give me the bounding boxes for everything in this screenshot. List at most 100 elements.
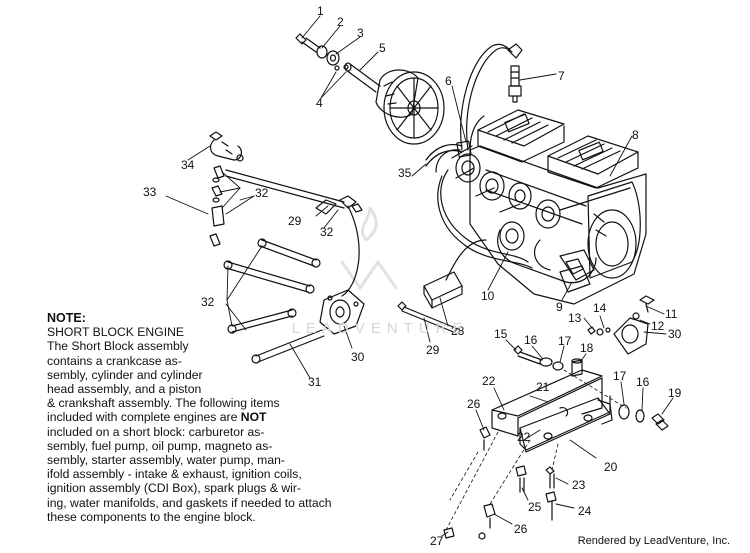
callout-21: 21 [536,380,550,394]
callout-20: 20 [604,460,618,474]
washer-3 [326,50,340,66]
note-line: ing, water manifolds, and gaskets if nee… [47,495,332,510]
spark-plug-7 [507,43,523,103]
note-line: these components to the engine block. [47,509,256,524]
callout-26-upper: 26 [467,397,481,411]
watermark-logo [340,206,398,290]
note-line-text: included with complete engines are [47,410,241,425]
hose-32-b [223,260,315,294]
callout-4: 4 [316,96,323,110]
callout-30-left: 30 [351,350,365,364]
bolt-15 [513,345,543,365]
short-block-note: NOTE: SHORT BLOCK ENGINE The Short Block… [47,311,347,524]
callout-22-upper: 22 [482,374,496,388]
hose-31 [251,329,325,364]
note-line: & crankshaft assembly. The following ite… [47,396,280,411]
callout-29-lower: 29 [426,343,440,357]
callout-17-lower: 17 [613,369,627,383]
bolt-26-lower [483,503,496,529]
control-cable [341,205,360,297]
shaft-29-upper [225,169,363,215]
nut-25 [515,465,527,493]
callout-15: 15 [494,327,508,341]
bolt-13-14 [587,326,611,336]
note-emphasis: NOT [240,410,267,425]
callout-18: 18 [580,341,594,355]
callout-16-lower: 16 [636,375,650,389]
note-line: contains a crankcase as- [47,353,182,368]
note-line-emphasis: included with complete engines are NOT [47,410,347,424]
water-pump-30-right [613,295,655,355]
callout-32-lower: 32 [201,295,215,309]
nut-27 [443,527,486,540]
pump-stack-33 [209,165,225,247]
note-line: sembly, cylinder and cylinder [47,367,203,382]
callout-3: 3 [357,26,364,40]
callout-34: 34 [181,158,195,172]
note-line: sembly, fuel pump, oil pump, magneto as- [47,438,273,453]
washer-4a [334,65,340,71]
washer-4b [343,64,349,70]
callout-27: 27 [430,534,444,548]
callout-26-lower: 26 [514,522,528,536]
callout-12: 12 [651,319,665,333]
cdi-box-28 [423,239,487,309]
note-line: The Short Block assembly [47,339,189,354]
callout-9: 9 [556,300,563,314]
watermark-text: LEADVENTURE [291,320,469,337]
bolt-26-upper [479,426,491,451]
render-credit: Rendered by LeadVenture, Inc. [577,535,730,547]
alignment-lines [445,369,627,531]
callout-33: 33 [143,185,157,199]
fitting-34 [209,131,244,162]
callout-5: 5 [379,41,386,55]
bolt-24 [545,491,557,521]
callout-31: 31 [308,375,322,389]
callout-25: 25 [528,500,542,514]
callout-8: 8 [632,128,639,142]
engine-block [435,109,647,305]
callout-32-middle: 32 [320,225,334,239]
note-line: ignition assembly (CDI Box), spark plugs… [47,481,301,496]
callout-2: 2 [337,15,344,29]
callout-numbers: 1 2 3 4 5 6 7 8 9 10 11 12 13 14 15 16 1… [143,4,682,548]
note-subtitle: SHORT BLOCK ENGINE [47,325,185,340]
callout-11: 11 [665,307,678,321]
note-line: included on a short block: carburetor as… [47,424,265,439]
callout-32-upper: 32 [255,186,269,200]
callout-13: 13 [568,311,582,325]
washers-17-16-19 [618,404,669,431]
bolt-29-lower [397,301,459,334]
washer-3-inner [329,54,337,62]
spacer-18 [571,358,583,377]
callout-16-upper: 16 [524,333,538,347]
washer-2 [316,45,328,59]
bolt-1 [295,33,321,53]
callout-17-upper: 17 [558,334,572,348]
washer-16-left [539,357,553,367]
callout-24: 24 [578,504,592,518]
note-line: sembly, starter assembly, water pump, ma… [47,453,285,468]
washer-17-left [552,361,564,371]
stud-23 [545,466,555,489]
callout-7: 7 [558,69,565,83]
hose-35 [425,143,463,167]
shaft-5 [344,62,381,93]
callout-23: 23 [572,478,586,492]
callout-1: 1 [317,4,324,18]
callout-22-lower: 22 [517,430,531,444]
mount-bracket-20 [491,369,613,453]
callout-35: 35 [398,166,412,180]
hose-32-a [257,238,321,268]
callout-29-upper: 29 [288,214,302,228]
note-line: head assembly, and a piston [47,382,202,397]
callout-19: 19 [668,386,682,400]
callout-14: 14 [593,301,607,315]
callout-30-right: 30 [668,327,682,341]
callout-10: 10 [481,289,495,303]
note-line: ifold assembly - intake & exhaust, ignit… [47,467,302,482]
note-title: NOTE: [47,311,86,325]
drive-clutch [375,69,445,145]
plug-wire-6 [456,43,513,158]
